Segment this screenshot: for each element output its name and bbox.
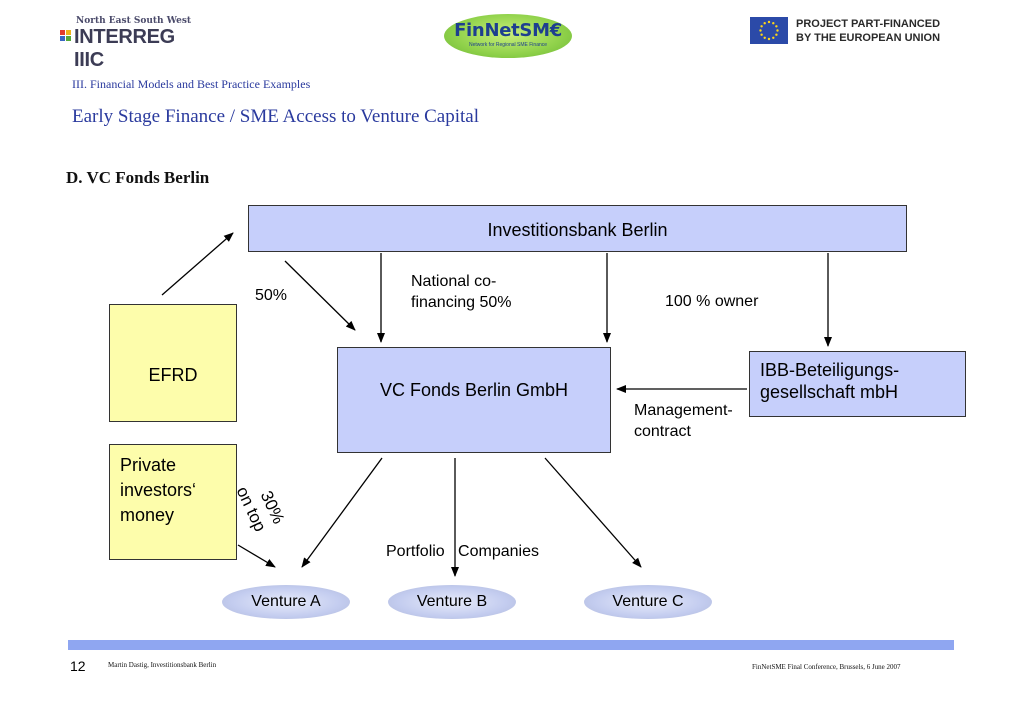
- eu-line-1: PROJECT PART-FINANCED: [796, 18, 941, 30]
- venture-c: Venture C: [584, 585, 712, 619]
- eu-line-2: BY THE EUROPEAN UNION: [796, 32, 941, 44]
- footer-bar: [68, 640, 954, 650]
- arrow-vc-to-venture-a: [301, 457, 383, 568]
- efrd-box: EFRD: [109, 304, 237, 422]
- finnetsme-name: FinNetSM€: [454, 20, 562, 41]
- arrow-efrd-to-ibb: [161, 232, 234, 296]
- slide-title: Early Stage Finance / SME Access to Vent…: [72, 106, 480, 127]
- footer-event: FinNetSME Final Conference, Brussels, 6 …: [752, 663, 901, 671]
- section-title: D. VC Fonds Berlin: [66, 168, 210, 187]
- arrow-50-to-vc: [284, 260, 356, 331]
- slide-subtitle: III. Financial Models and Best Practice …: [72, 77, 311, 91]
- label-50-percent: 50%: [255, 287, 288, 304]
- ibb-bet-line-1: IBB-Beteiligungs-: [760, 360, 900, 380]
- eu-flag-icon: [750, 17, 788, 44]
- investitionsbank-berlin-box: Investitionsbank Berlin: [248, 205, 907, 252]
- finnetsme-tagline: Network for Regional SME Finance: [468, 42, 548, 48]
- national-line-2: financing 50%: [411, 294, 512, 311]
- private-line-3: money: [120, 505, 175, 525]
- venture-a: Venture A: [222, 585, 350, 619]
- vc-fonds-berlin-box: VC Fonds Berlin GmbH: [337, 347, 611, 453]
- interreg-logo: North East South West INTERREG IIIC: [60, 16, 210, 71]
- mgmt-line-1: Management-: [634, 402, 733, 419]
- page-number: 12: [70, 658, 86, 674]
- footer-author: Martin Dastig, Investitionsbank Berlin: [108, 661, 217, 669]
- arrow-private-to-venture-a: [237, 544, 276, 568]
- vc-fonds-berlin-label: VC Fonds Berlin GmbH: [379, 380, 569, 400]
- arrow-vc-to-venture-c: [544, 457, 642, 568]
- ibb-bet-line-2: gesellschaft mbH: [760, 382, 899, 402]
- interreg-mark-icon: [60, 30, 72, 42]
- eu-funding-text: PROJECT PART-FINANCED BY THE EUROPEAN UN…: [796, 17, 940, 45]
- label-management-contract: Management- contract: [634, 400, 733, 442]
- private-line-2: investors‘: [120, 480, 197, 500]
- efrd-label: EFRD: [148, 365, 198, 385]
- interreg-small-text: North East South West: [76, 16, 192, 26]
- venture-b: Venture B: [388, 585, 516, 619]
- private-investors-box: Private investors‘ money: [109, 444, 237, 560]
- ibb-beteiligungsgesellschaft-box: IBB-Beteiligungs- gesellschaft mbH: [749, 351, 966, 417]
- investitionsbank-berlin-label: Investitionsbank Berlin: [487, 220, 668, 240]
- mgmt-line-2: contract: [634, 423, 691, 440]
- private-line-1: Private: [120, 455, 177, 475]
- label-portfolio-companies: Portfolio Companies: [386, 543, 539, 560]
- label-national-cofinancing: National co- financing 50%: [411, 271, 512, 313]
- label-100-owner: 100 % owner: [665, 293, 759, 310]
- national-line-1: National co-: [411, 273, 497, 290]
- finnetsme-logo: FinNetSM€ Network for Regional SME Finan…: [444, 14, 572, 58]
- interreg-title: INTERREG IIIC: [74, 26, 175, 71]
